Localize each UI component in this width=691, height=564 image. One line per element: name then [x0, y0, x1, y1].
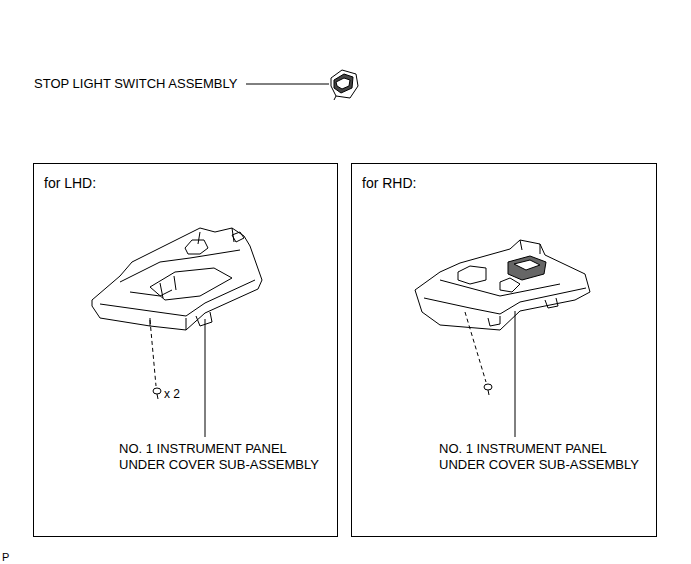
group-frame: for LHD:	[33, 163, 338, 537]
screw-path	[465, 312, 486, 382]
page-mark: P	[2, 549, 9, 564]
frame-heading: for RHD:	[362, 175, 416, 192]
screw	[484, 384, 492, 395]
part-name: STOP LIGHT SWITCH ASSEMBLY	[34, 76, 237, 92]
under-cover-rhd	[415, 240, 590, 330]
screw	[153, 388, 161, 399]
part-name: NO. 1 INSTRUMENT PANEL UNDER COVER SUB-A…	[439, 441, 651, 473]
leader-line	[246, 84, 329, 85]
screw-path	[150, 320, 156, 386]
under-cover-lhd	[92, 228, 262, 330]
frame-heading: for LHD:	[44, 175, 96, 192]
stop-light-switch	[331, 70, 358, 100]
leader-line	[205, 319, 206, 437]
part-name: NO. 1 INSTRUMENT PANEL UNDER COVER SUB-A…	[119, 441, 331, 473]
group-frame: for RHD:	[351, 163, 657, 537]
leader-line	[515, 311, 516, 437]
quantity-label: x 2	[164, 386, 180, 402]
